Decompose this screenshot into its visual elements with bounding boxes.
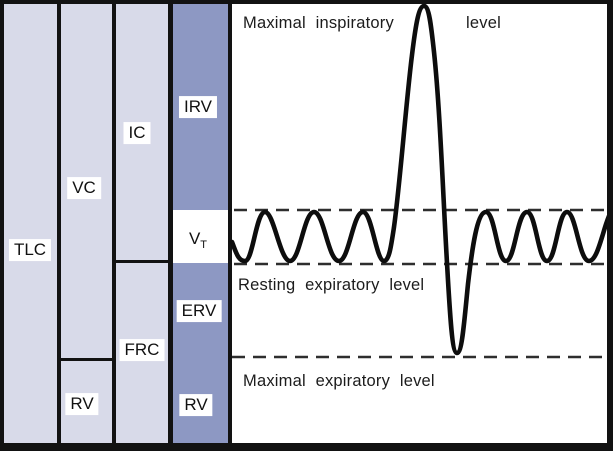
frame-top-border [0, 0, 613, 4]
chart-left-border [228, 0, 232, 451]
maximal-inspiratory-level-word: level [466, 14, 501, 32]
vt-label: VT [184, 228, 212, 254]
vt-label-subscript: T [200, 239, 208, 252]
maximal-inspiratory-label: Maximal inspiratory [243, 14, 394, 32]
tlc-label: TLC [8, 239, 52, 261]
vc-label: VC [67, 177, 101, 199]
rv-left-label: RV [65, 393, 99, 415]
erv-label: ERV [176, 300, 222, 322]
ic-label: IC [123, 122, 151, 144]
frame-bottom-border [0, 443, 613, 451]
frame-right-border [607, 0, 613, 451]
spirogram-trace [229, 3, 612, 356]
rv-right-label: RV [179, 394, 213, 416]
divider-frc-irv [168, 4, 173, 443]
divider-vc-rv [57, 358, 116, 361]
frame-left-border [0, 0, 4, 451]
vt-label-main: V [188, 229, 201, 249]
tlc-column [4, 4, 57, 443]
divider-tlc-vc [57, 4, 61, 443]
vt-band [173, 210, 228, 263]
divider-ic-frc [112, 260, 172, 263]
divider-vc-ic [112, 4, 116, 443]
resting-expiratory-level-label: Resting expiratory level [238, 276, 425, 294]
frc-label: FRC [119, 339, 165, 361]
maximal-expiratory-level-label: Maximal expiratory level [243, 372, 435, 390]
irv-label: IRV [178, 96, 218, 118]
